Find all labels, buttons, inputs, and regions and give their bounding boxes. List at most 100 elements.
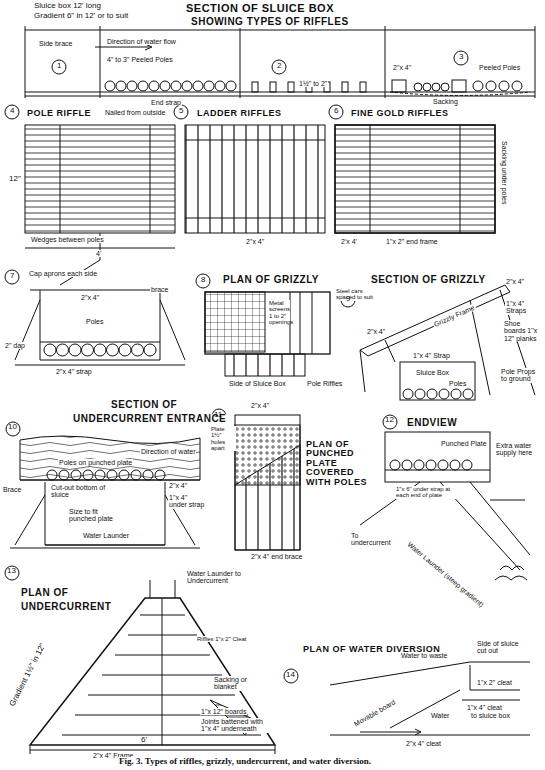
part-label: 1½" to 2"	[298, 80, 328, 87]
pole	[149, 81, 159, 91]
part-label: Peeled Poles	[478, 64, 521, 71]
part-label: 6'	[140, 736, 148, 744]
callout-number: 3	[458, 53, 464, 61]
punched-plate	[235, 415, 300, 550]
part-label: 4'	[95, 250, 102, 257]
part-label: Sluice box 12' long	[33, 2, 102, 10]
part-label: Sacking	[432, 98, 459, 105]
part-label: Wedges between poles	[30, 236, 105, 243]
part-label: 2"x 4"	[168, 482, 188, 489]
callout-number: 12	[384, 416, 395, 424]
part-label: Pole Props to ground	[500, 368, 542, 383]
figure-caption: Fig. 3. Types of riffles, grizzly, under…	[118, 757, 372, 766]
pole	[193, 81, 203, 91]
pole	[57, 344, 69, 356]
callout-circle	[284, 669, 298, 683]
part-label: Direction of water flow	[106, 38, 177, 45]
part-label: Brace	[2, 486, 22, 493]
section-heading: SHOWING TYPES OF RIFFLES	[190, 17, 350, 28]
ladder-riffle	[185, 125, 325, 233]
part-label: 1"x 6" under strap at each end of plate	[395, 486, 459, 499]
pole	[432, 83, 440, 91]
pole	[160, 81, 170, 91]
callout-circle	[383, 415, 397, 429]
callout-number: 14	[285, 671, 296, 679]
part-label: 1"x 4" cleat	[466, 704, 503, 711]
callout-circle	[174, 105, 188, 119]
pole	[82, 344, 94, 356]
part-label: Water Launder to Undercurrent	[186, 570, 250, 585]
pole	[47, 470, 57, 480]
callout-number: 2	[276, 62, 282, 70]
pole	[94, 344, 106, 356]
part-label: Plate 1½" holes apart	[210, 426, 236, 451]
part-label: 12"	[8, 175, 22, 183]
part-label: Joints battened with 1"x 4" underneath	[200, 718, 274, 733]
pole	[171, 81, 181, 91]
pole	[499, 81, 509, 91]
part-label: 2"x 4"	[80, 294, 100, 301]
part-label: Sluice Box	[415, 369, 450, 376]
ladder-rung	[360, 82, 366, 92]
part-label: 1"x 12" boards	[200, 708, 247, 715]
part-label: 2"x 4"	[392, 64, 412, 71]
pole	[402, 460, 412, 470]
pole	[423, 83, 431, 91]
part-label: Gradient 1½" in 12"	[8, 641, 48, 708]
pole	[463, 389, 473, 399]
section-heading: SECTION OF GRIZZLY	[370, 275, 487, 286]
part-label: Movable board	[352, 698, 398, 729]
callout-number: 9	[345, 295, 351, 303]
callout-number: 1	[56, 62, 62, 70]
pole	[204, 81, 214, 91]
pole	[83, 470, 93, 480]
ladder-rung	[342, 82, 348, 92]
grizzly-screen	[205, 292, 265, 352]
section-heading: PLAN OF	[20, 588, 69, 599]
pole	[69, 344, 81, 356]
sluice-section	[25, 26, 535, 98]
pole	[59, 470, 69, 480]
pole	[403, 389, 413, 399]
part-label: 2"x 4"	[366, 328, 386, 335]
pole	[107, 344, 119, 356]
part-label: Water Launder	[82, 532, 130, 539]
callout-circle	[5, 270, 19, 284]
part-label: Riffles 1"x 2" Cleat	[196, 636, 248, 642]
ladder-rung	[252, 82, 258, 92]
pole	[427, 389, 437, 399]
pole	[71, 470, 81, 480]
pole	[144, 344, 156, 356]
pole	[107, 470, 117, 480]
part-label: Side brace	[38, 40, 73, 47]
pole	[415, 389, 425, 399]
pole	[44, 344, 56, 356]
undercurrent-entrance	[10, 436, 200, 548]
callout-number: 7	[9, 272, 15, 280]
part-label: End strap	[150, 99, 182, 106]
pole	[512, 81, 522, 91]
pole-riffle	[25, 125, 175, 233]
part-label: Poles	[448, 380, 468, 387]
part-label: Cap aprons each side	[28, 270, 98, 277]
section-heading: UNDERCURRENT	[20, 602, 112, 613]
part-label: To undercurrent	[350, 532, 392, 547]
part-label: Side of Sluice Box	[228, 380, 287, 387]
part-label: Nailed from outside	[104, 109, 166, 116]
part-label: Poles	[85, 318, 105, 325]
pole	[215, 81, 225, 91]
part-label: 2"x 4"	[245, 238, 265, 245]
callout-circle	[6, 422, 20, 436]
pole	[127, 81, 137, 91]
callout-number: 11	[213, 411, 223, 419]
part-label: Poles on punched plate	[58, 459, 133, 466]
pole	[182, 81, 192, 91]
callout-circle	[454, 51, 468, 65]
part-label: 2"x 4"	[505, 278, 525, 285]
section-heading: POLE RIFFLE	[26, 109, 92, 118]
part-label: 1"x 4" Straps	[505, 300, 543, 315]
part-label: 2"x 4" end brace	[250, 553, 303, 560]
callout-number: 5	[178, 107, 184, 115]
ladder-rung	[270, 82, 276, 92]
pole	[116, 81, 126, 91]
